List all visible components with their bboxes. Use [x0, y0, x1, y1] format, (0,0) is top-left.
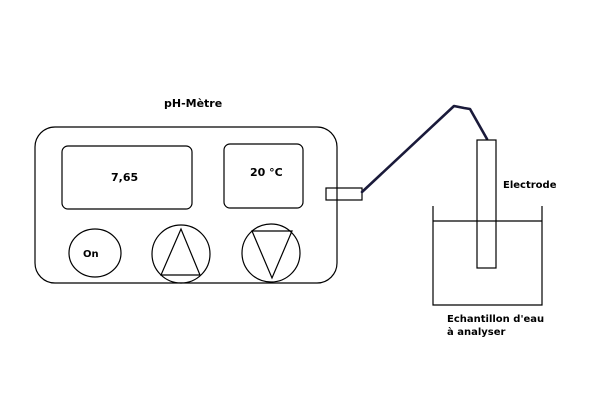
- electrode: [476, 139, 497, 269]
- triangle-up-icon: [160, 227, 201, 276]
- probe-cable: [360, 104, 489, 194]
- triangle-down-icon: [251, 230, 293, 280]
- on-button[interactable]: On: [68, 228, 122, 278]
- device-title: pH-Mètre: [164, 97, 222, 110]
- down-button[interactable]: [241, 223, 301, 283]
- temperature-display: [223, 143, 304, 209]
- ph-reading: 7,65: [111, 171, 138, 184]
- sample-label-line2: à analyser: [447, 326, 506, 338]
- on-button-label: On: [83, 249, 99, 260]
- ph-display: [61, 145, 193, 210]
- temperature-reading: 20 °C: [250, 166, 283, 179]
- device-body: [34, 126, 338, 284]
- electrode-label: Electrode: [503, 180, 557, 191]
- up-button[interactable]: [151, 224, 211, 284]
- probe-connector: [325, 187, 363, 201]
- sample-beaker: [432, 206, 543, 306]
- sample-label-line1: Echantillon d'eau: [447, 314, 544, 325]
